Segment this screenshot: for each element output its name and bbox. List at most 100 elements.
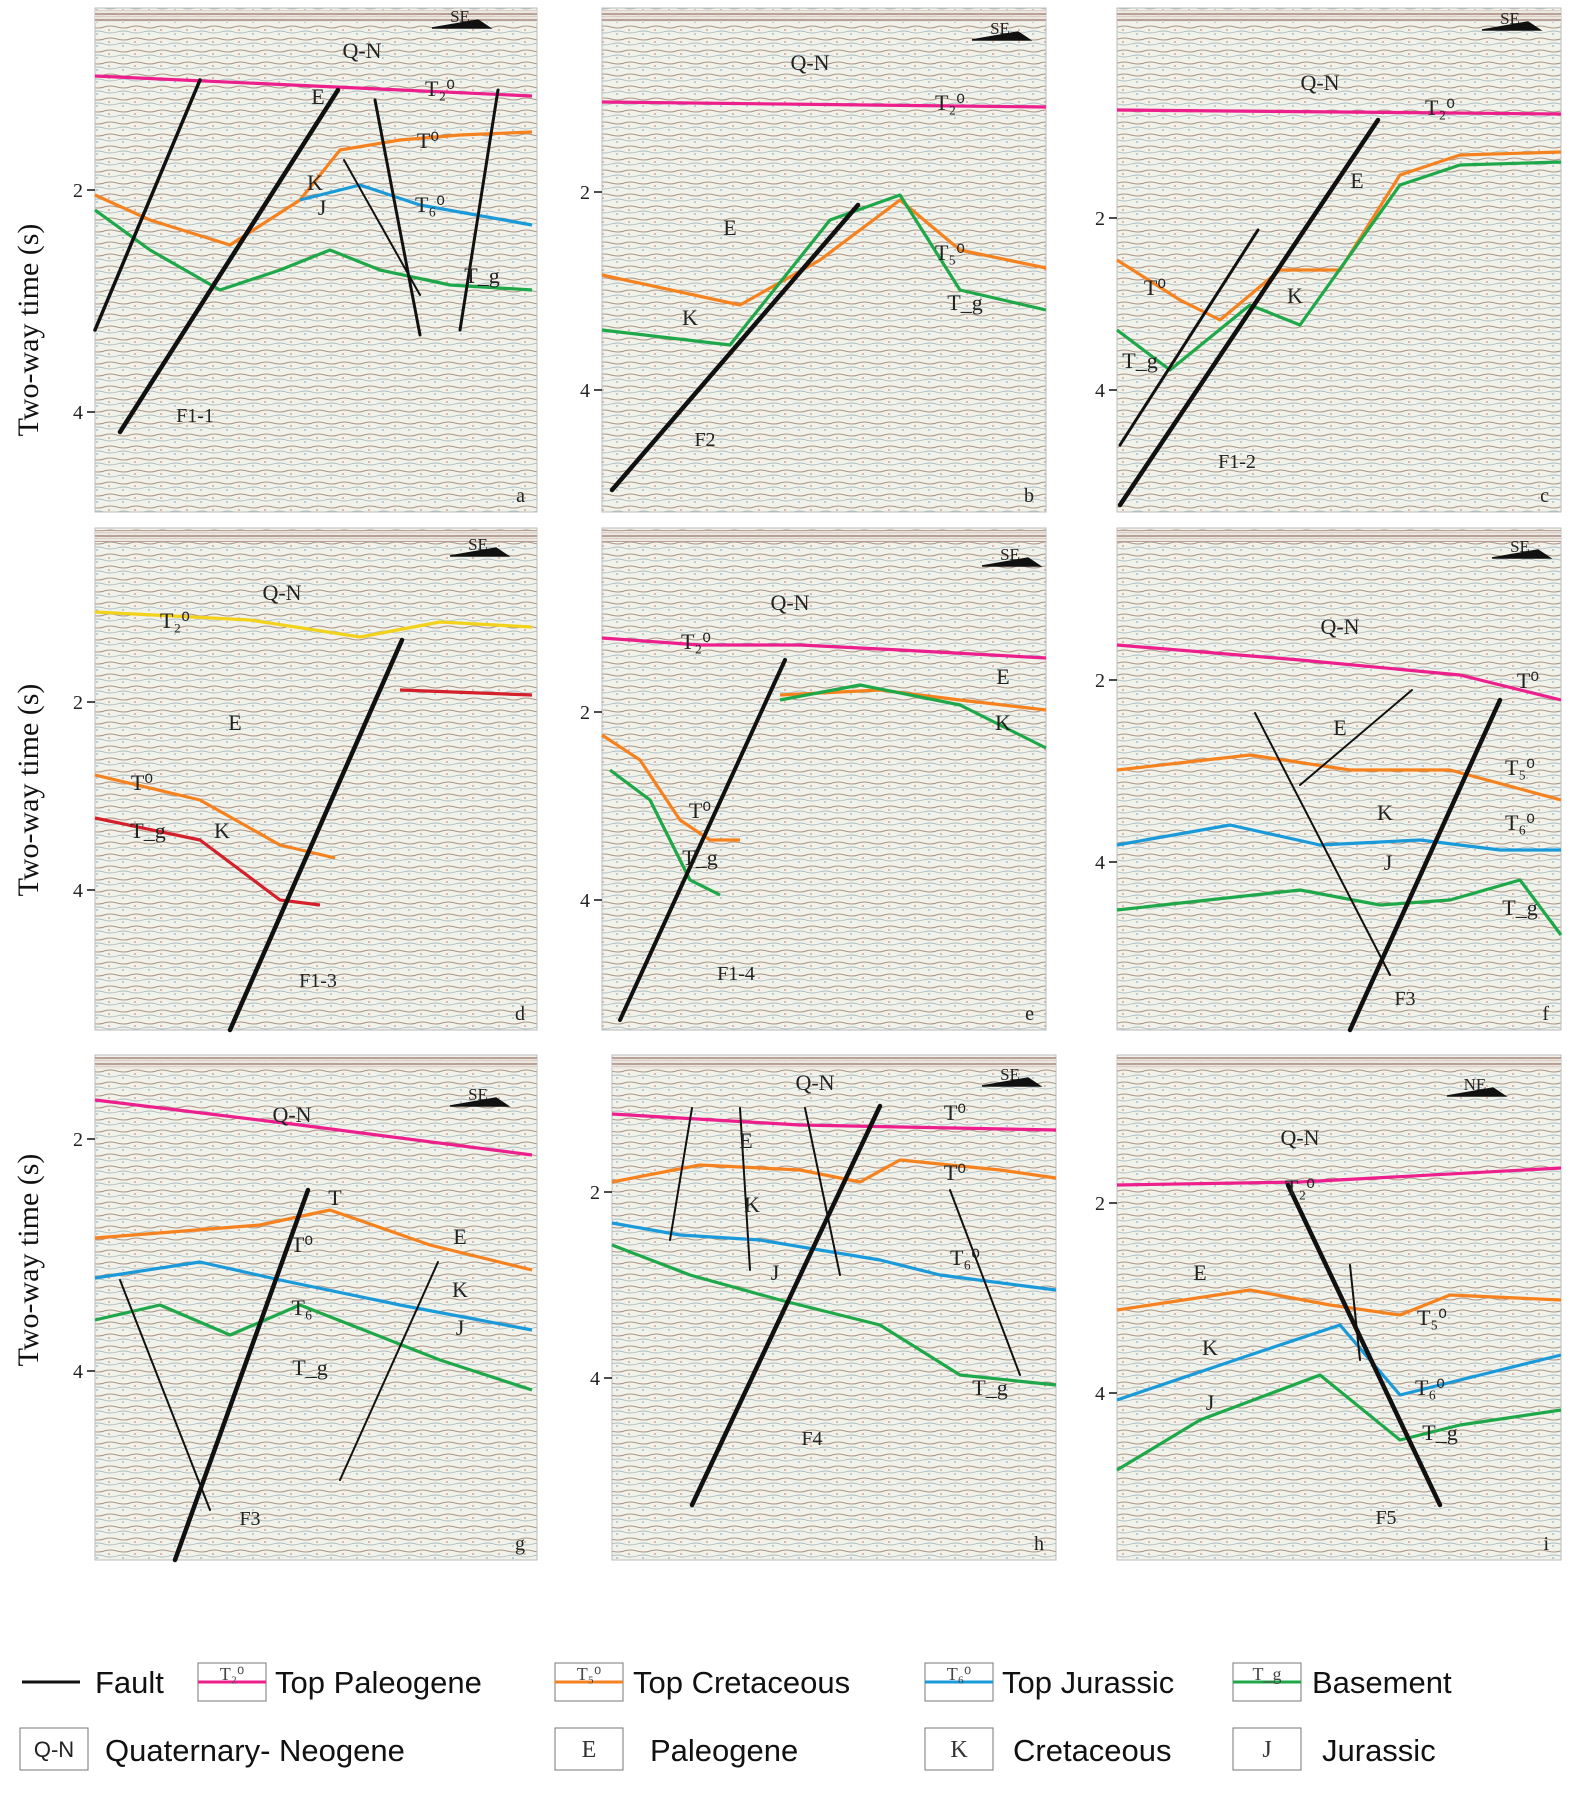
legend-label-cretaceous: Cretaceous	[1013, 1733, 1172, 1768]
fault-line-h-4	[949, 1189, 1021, 1376]
direction-arrow-icon-b	[971, 31, 1033, 41]
horizon-label-d-1: T₂⁰	[160, 608, 190, 633]
horizon-top-paleogene-b-0	[601, 100, 1047, 109]
horizon-basement-f-3	[1116, 878, 1563, 936]
horizon-label-e-1: T₂⁰	[681, 629, 711, 654]
fault-name-h-0: F4	[801, 1428, 822, 1450]
horizon-label-c-4: K	[1287, 283, 1303, 308]
horizon-panel-d-red-d-1	[399, 688, 533, 697]
fault-line-a-3	[458, 88, 500, 332]
direction-arrow-icon-h	[981, 1077, 1043, 1087]
horizon-label-d-5: K	[214, 818, 230, 843]
panel-h-seafloor-band	[612, 1057, 1056, 1069]
horizon-label-i-4: K	[1202, 1335, 1218, 1360]
horizon-label-a-0: Q-N	[342, 38, 381, 63]
panel-letter-f: f	[1542, 1003, 1549, 1025]
fault-line-b-0	[609, 202, 861, 493]
fault-line-i-0	[1285, 1182, 1443, 1508]
horizon-top-paleogene-f-0	[1116, 643, 1562, 702]
panel-letter-e: e	[1025, 1003, 1034, 1025]
legend-item-top-paleogene: T₂⁰ Top Paleogene	[197, 1662, 482, 1702]
horizon-label-f-4: K	[1377, 800, 1393, 825]
horizon-basement-i-3	[1116, 1373, 1562, 1472]
horizon-label-c-1: T₂⁰	[1425, 95, 1455, 120]
fault-line-f-1	[1254, 712, 1391, 976]
horizon-basement-e-4	[779, 683, 1047, 750]
fault-line-a-1	[117, 87, 341, 435]
horizon-label-a-2: E	[311, 84, 324, 109]
horizon-top-paleogene-a-0	[94, 74, 533, 98]
horizon-label-b-0: Q-N	[790, 50, 829, 75]
panel-letter-g: g	[515, 1533, 525, 1555]
horizon-label-e-5: T_g	[682, 845, 717, 870]
fault-name-e-0: F1-4	[717, 963, 755, 985]
direction-label-b: SE	[990, 19, 1010, 38]
direction-label-d: SE	[468, 535, 488, 554]
y-tick-label-f-0: 2	[1095, 670, 1105, 692]
legend-symbol-t5: T₅⁰	[577, 1664, 602, 1684]
panel-letter-b: b	[1024, 485, 1034, 507]
y-tick-label-d-1: 4	[73, 880, 83, 902]
legend-symbol-j: J	[1262, 1737, 1271, 1763]
horizon-basement-g-3	[94, 1303, 533, 1392]
panel-i-seafloor-band	[1117, 1057, 1561, 1069]
horizon-label-h-0: Q-N	[795, 1070, 834, 1095]
horizon-label-g-1: T	[328, 1185, 342, 1210]
legend-item-paleogene: E Paleogene	[554, 1727, 798, 1771]
legend-item-top-jurassic: T₆⁰ Top Jurassic	[924, 1662, 1174, 1702]
horizon-top-cretaceous-g-1	[94, 1208, 533, 1272]
horizon-label-b-4: T_g	[947, 290, 982, 315]
horizon-label-a-3: T⁰	[417, 128, 439, 153]
legend-symbol-k: K	[950, 1737, 968, 1763]
panel-letter-c: c	[1540, 485, 1549, 507]
panel-e-seafloor-band	[602, 530, 1046, 542]
horizon-label-d-4: T_g	[130, 818, 165, 843]
fault-name-b-0: F2	[694, 429, 715, 451]
y-tick-label-b-1: 4	[580, 380, 590, 402]
direction-arrow-icon-e	[981, 557, 1043, 567]
horizon-top-jurassic-f-2	[1116, 823, 1561, 852]
y-tick-label-d-0: 2	[73, 692, 83, 714]
horizon-label-f-7: T_g	[1502, 895, 1537, 920]
legend: Fault T₂⁰ Top Paleogene T₅⁰ Top Cretaceo…	[19, 1662, 1452, 1771]
y-tick-label-g-1: 4	[73, 1361, 83, 1383]
fault-name-f-0: F3	[1394, 988, 1415, 1010]
legend-label-jurassic: Jurassic	[1322, 1733, 1436, 1768]
horizon-label-b-5: K	[682, 305, 698, 330]
horizon-basement-c-2	[1116, 160, 1562, 372]
direction-label-a: SE	[450, 7, 470, 26]
y-tick-label-e-1: 4	[580, 890, 590, 912]
panel-c-section	[1116, 7, 1562, 513]
legend-item-top-cretaceous: T₅⁰ Top Cretaceous	[554, 1662, 850, 1702]
legend-item-fault: Fault	[22, 1665, 164, 1700]
panel-letter-a: a	[516, 485, 525, 507]
horizon-label-i-5: J	[1206, 1390, 1215, 1415]
legend-symbol-qn: Q-N	[34, 1737, 74, 1762]
y-tick-label-a-1: 4	[73, 402, 83, 424]
horizon-top-paleogene-i-0	[1116, 1166, 1562, 1187]
fault-line-d-0	[227, 637, 405, 1033]
legend-label-basement: Basement	[1312, 1665, 1452, 1700]
horizon-label-g-6: J	[456, 1315, 465, 1340]
y-tick-label-i-0: 2	[1095, 1193, 1105, 1215]
direction-label-f: SE	[1510, 537, 1530, 556]
horizon-label-c-2: E	[1350, 168, 1363, 193]
y-tick-label-c-0: 2	[1095, 208, 1105, 230]
horizon-top-cretaceous-h-1	[611, 1158, 1057, 1184]
y-tick-label-i-1: 4	[1095, 1383, 1105, 1405]
horizon-label-h-6: T₆⁰	[950, 1245, 980, 1270]
horizon-label-e-2: E	[996, 664, 1009, 689]
horizon-top-cretaceous-b-1	[601, 198, 1047, 307]
legend-label-fault: Fault	[95, 1665, 164, 1700]
y-tick-label-a-0: 2	[73, 180, 83, 202]
legend-item-quaternary-neogene: Q-N Quaternary- Neogene	[19, 1727, 405, 1771]
direction-arrow-icon-g	[449, 1097, 511, 1107]
fault-line-g-2	[339, 1261, 439, 1481]
horizon-top-paleogene-c-0	[1116, 108, 1562, 116]
y-tick-label-c-1: 4	[1095, 380, 1105, 402]
legend-label-top-paleogene: Top Paleogene	[275, 1665, 482, 1700]
